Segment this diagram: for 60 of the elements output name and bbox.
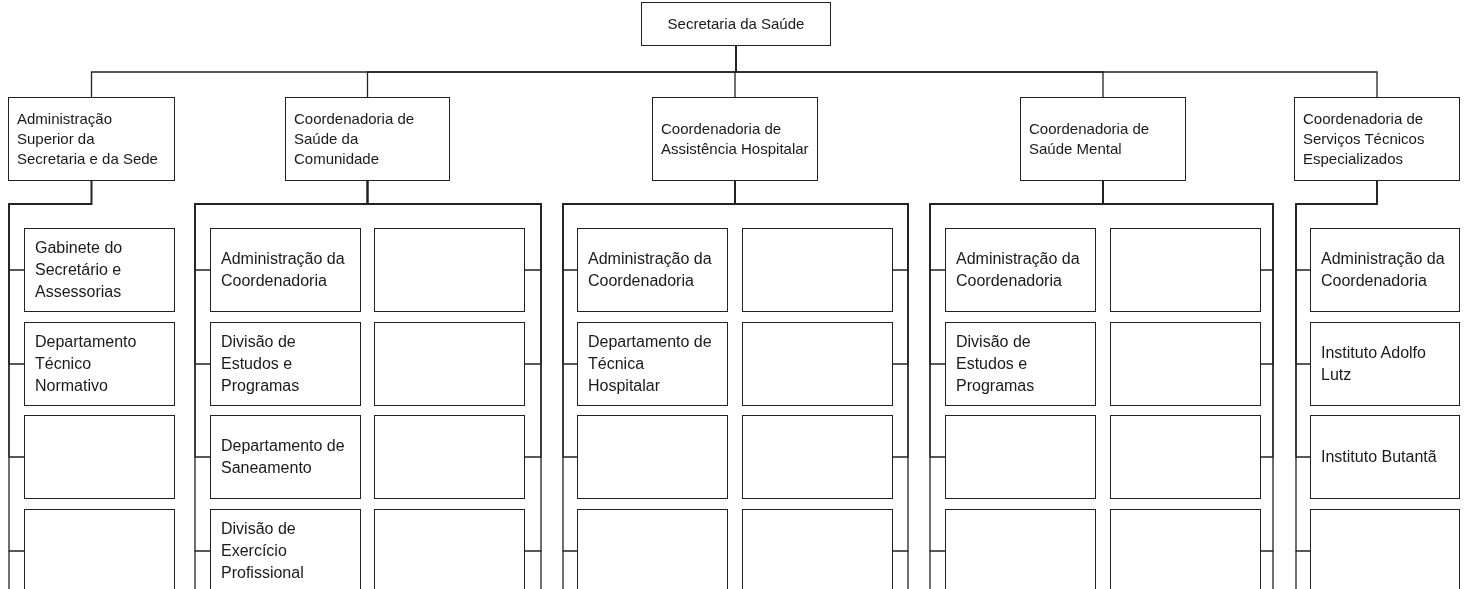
- box-label: Departamento de Saneamento: [221, 436, 346, 478]
- connector-line: [1295, 180, 1378, 552]
- org-box: [210, 228, 361, 312]
- org-box: [1294, 97, 1460, 181]
- empty-box: [577, 415, 728, 499]
- connector-line: [8, 180, 93, 552]
- org-box: [945, 228, 1096, 312]
- box-label: Secretaria da Saúde: [666, 14, 806, 34]
- empty-box: [742, 415, 893, 499]
- org-box: [210, 322, 361, 406]
- org-box: [24, 322, 175, 406]
- empty-box: [374, 509, 525, 589]
- org-box: [285, 97, 450, 181]
- empty-box: [24, 415, 175, 499]
- box-label: Departamento Técnico Normativo: [35, 332, 138, 396]
- org-box: [1020, 97, 1186, 181]
- empty-box: [1110, 509, 1261, 589]
- box-label: Divisão de Estudos e Programas: [221, 332, 301, 396]
- org-box: [8, 97, 175, 181]
- box-label: Departamento de Técnica Hospitalar: [588, 332, 713, 396]
- org-box: [1310, 415, 1460, 499]
- box-label: Administração Superior da Secretaria e da Sede: [17, 109, 159, 169]
- empty-box: [742, 228, 893, 312]
- box-label: Coordenadoria de Saúde da Comunidade: [294, 109, 416, 169]
- empty-box: [374, 322, 525, 406]
- box-label: Coordenadoria de Serviços Técnicos Especializados: [1303, 109, 1426, 169]
- box-label: Coordenadoria de Saúde Mental: [1029, 119, 1151, 159]
- empty-box: [742, 509, 893, 589]
- empty-box: [742, 322, 893, 406]
- org-box: [1310, 228, 1460, 312]
- org-box: [945, 322, 1096, 406]
- org-box: [1310, 322, 1460, 406]
- empty-box: [374, 415, 525, 499]
- box-label: Divisão de Exercício Profissional: [221, 519, 305, 583]
- empty-box: [24, 509, 175, 589]
- empty-box: [1110, 228, 1261, 312]
- empty-box: [1110, 322, 1261, 406]
- box-label: Administração da Coordenadoria: [221, 249, 346, 291]
- box-label: Divisão de Estudos e Programas: [956, 332, 1036, 396]
- box-label: Instituto Butantã: [1321, 447, 1438, 467]
- empty-box: [945, 509, 1096, 589]
- box-label: Coordenadoria de Assistência Hospitalar: [661, 119, 809, 159]
- org-box: [641, 2, 831, 46]
- org-box: [24, 228, 175, 312]
- empty-box: [945, 415, 1096, 499]
- org-box: [210, 509, 361, 589]
- empty-box: [1110, 415, 1261, 499]
- empty-box: [1310, 509, 1460, 589]
- org-box: [210, 415, 361, 499]
- box-label: Administração da Coordenadoria: [1321, 249, 1446, 291]
- org-box: [577, 322, 728, 406]
- connector-line: [366, 180, 542, 552]
- org-box: [577, 228, 728, 312]
- box-label: Administração da Coordenadoria: [588, 249, 713, 291]
- org-box: [652, 97, 818, 181]
- empty-box: [374, 228, 525, 312]
- box-label: Instituto Adolfo Lutz: [1321, 343, 1427, 385]
- empty-box: [577, 509, 728, 589]
- box-label: Administração da Coordenadoria: [956, 249, 1081, 291]
- box-label: Gabinete do Secretário e Assessorias: [35, 238, 124, 302]
